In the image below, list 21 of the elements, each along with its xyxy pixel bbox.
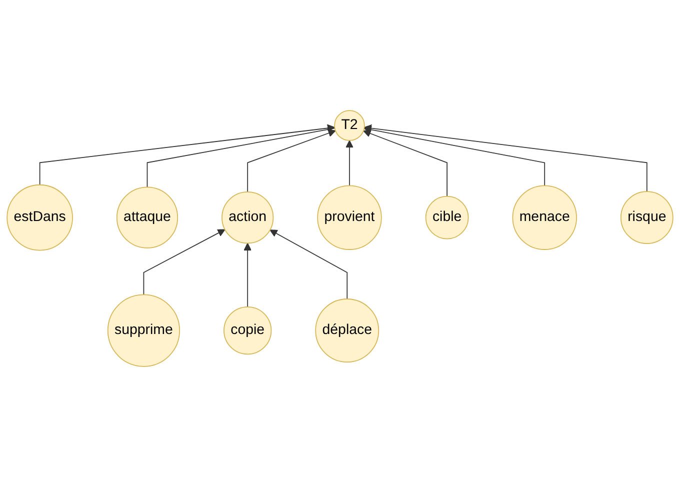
connector <box>146 128 336 188</box>
node-circle: risque <box>620 191 674 244</box>
node-circle: estDans <box>6 184 73 251</box>
node-circle: déplace <box>315 298 380 362</box>
arrow <box>244 242 252 308</box>
arrow <box>39 124 335 186</box>
arrow <box>143 229 226 296</box>
node-circle: T2 <box>334 110 365 141</box>
arrow <box>270 230 348 300</box>
node-circle: attaque <box>116 186 178 248</box>
arrow <box>364 126 546 186</box>
node-circle: cible <box>425 196 469 240</box>
arrow <box>364 124 648 192</box>
arrow <box>346 140 354 186</box>
arrow <box>247 129 336 192</box>
node-circle: action <box>222 192 274 244</box>
arrow <box>363 130 448 197</box>
node-circle: supprime <box>107 294 180 367</box>
node-circle: copie <box>224 306 272 355</box>
node-circle: provient <box>317 185 382 250</box>
node-circle: menace <box>512 185 577 250</box>
